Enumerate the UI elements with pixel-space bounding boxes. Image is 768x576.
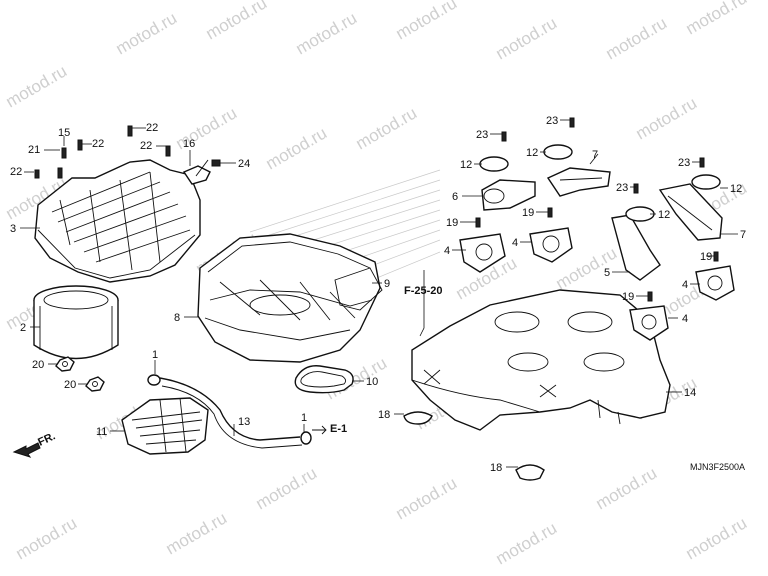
callout-19: 19 <box>700 251 712 263</box>
front-direction-arrow: FR. <box>12 430 57 458</box>
watermark: motod.ru <box>163 508 231 558</box>
watermark: motod.ru <box>253 463 321 513</box>
cover-bolts <box>34 125 171 179</box>
callout-4: 4 <box>512 237 518 249</box>
callout-19: 19 <box>522 207 534 219</box>
callout-19: 19 <box>446 217 458 229</box>
duct-bolts <box>475 117 719 302</box>
reference-f-25-20: F-25-20 <box>404 285 443 297</box>
callout-21: 21 <box>28 144 40 156</box>
callout-18: 18 <box>378 409 390 421</box>
nuts <box>55 356 105 392</box>
callout-23: 23 <box>616 182 628 194</box>
callout-12: 12 <box>730 183 742 195</box>
watermark: motod.ru <box>393 473 461 523</box>
air-cleaner-case <box>197 233 381 363</box>
callout-16: 16 <box>183 138 195 150</box>
watermark: motod.ru <box>3 61 71 111</box>
case-plate <box>334 267 383 311</box>
watermark: motod.ru <box>293 8 361 58</box>
intake-ducts <box>481 167 723 281</box>
watermark: motod.ru <box>493 518 561 568</box>
callout-20: 20 <box>32 359 44 371</box>
callout-11: 11 <box>96 426 107 438</box>
watermark: motod.ru <box>113 8 181 58</box>
callout-22: 22 <box>10 166 22 178</box>
callout-12: 12 <box>460 159 472 171</box>
funnels <box>459 227 735 341</box>
reference-e-1: E-1 <box>330 423 347 435</box>
callout-7: 7 <box>740 229 746 241</box>
watermark: motod.ru <box>683 513 751 563</box>
callout-12: 12 <box>658 209 670 221</box>
callout-24: 24 <box>238 158 250 170</box>
hose-clips <box>403 411 545 481</box>
callout-22: 22 <box>92 138 104 150</box>
callout-20: 20 <box>64 379 76 391</box>
callout-10: 10 <box>366 376 378 388</box>
front-label: FR. <box>36 430 57 448</box>
callout-22: 22 <box>140 140 152 152</box>
cleaner-housing <box>411 289 671 431</box>
watermark: motod.ru <box>203 0 271 43</box>
hose-clamps <box>147 374 312 445</box>
watermark: motod.ru <box>683 0 751 38</box>
callout-15: 15 <box>58 127 70 139</box>
intake-temperature-sensor <box>182 159 221 185</box>
callout-18: 18 <box>490 462 502 474</box>
callout-6: 6 <box>452 191 458 203</box>
callout-5: 5 <box>604 267 610 279</box>
watermark: motod.ru <box>603 13 671 63</box>
gaskets <box>479 144 721 222</box>
callout-23: 23 <box>476 129 488 141</box>
leader-lines <box>20 119 738 468</box>
breather-hose <box>159 377 303 449</box>
watermark: motod.ru <box>493 13 561 63</box>
callout-12: 12 <box>526 147 538 159</box>
callout-23: 23 <box>678 157 690 169</box>
callout-4: 4 <box>444 245 450 257</box>
callout-1: 1 <box>152 349 158 361</box>
callout-14: 14 <box>684 387 696 399</box>
case-seal <box>294 365 354 394</box>
callout-8: 8 <box>174 312 180 324</box>
callout-2: 2 <box>20 322 26 334</box>
callout-3: 3 <box>10 223 16 235</box>
diagram-code: MJN3F2500A <box>690 462 745 472</box>
air-cleaner-cover <box>34 159 201 283</box>
callout-13: 13 <box>238 416 250 428</box>
callout-23: 23 <box>546 115 558 127</box>
callout-labels: 2 3 15 21 22 22 22 22 16 24 20 20 1 1 8 … <box>10 115 746 474</box>
watermark: motod.ru <box>593 463 661 513</box>
watermark: motod.ru <box>633 93 701 143</box>
watermark: motod.ru <box>13 513 81 563</box>
callout-22: 22 <box>146 122 158 134</box>
watermark: motod.ru <box>393 0 461 43</box>
reference-tags: F-25-20 E-1 <box>312 285 443 435</box>
watermark: motod.ru <box>263 123 331 173</box>
callout-9: 9 <box>384 278 390 290</box>
callout-7: 7 <box>592 149 598 161</box>
callout-19: 19 <box>622 291 634 303</box>
watermark: motod.ru <box>353 103 421 153</box>
callout-4: 4 <box>682 279 688 291</box>
resonator <box>121 397 209 455</box>
callout-1: 1 <box>301 412 307 424</box>
air-filter-element <box>33 285 119 360</box>
callout-4: 4 <box>682 313 688 325</box>
